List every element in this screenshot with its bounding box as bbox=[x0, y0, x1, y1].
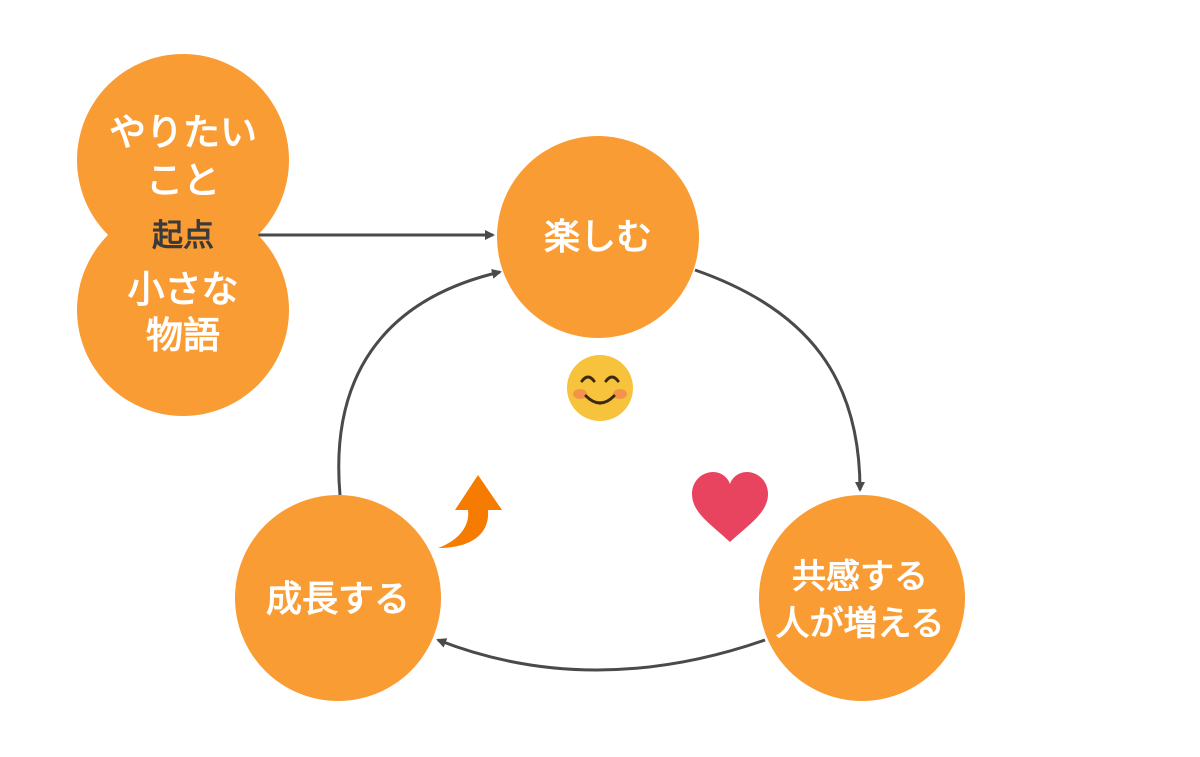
wish-line2: こと bbox=[146, 159, 220, 202]
enjoy-circle bbox=[497, 136, 699, 338]
small-story-line2: 物語 bbox=[146, 314, 220, 357]
empathy-circle bbox=[759, 495, 965, 701]
enjoy-label: 楽しむ bbox=[544, 217, 652, 258]
heart-icon bbox=[692, 472, 768, 542]
origin-label: 起点 bbox=[152, 218, 214, 254]
grow-label: 成長する bbox=[266, 579, 410, 620]
upward-arrow-icon bbox=[438, 475, 502, 548]
grow-circle bbox=[235, 495, 441, 701]
small-story-line1: 小さな bbox=[128, 268, 239, 311]
enjoy-to-empathy-arrow bbox=[694, 268, 865, 492]
wish-line1: やりたい bbox=[109, 111, 257, 154]
grow-to-enjoy-arrow bbox=[337, 268, 502, 496]
small-story-circle bbox=[77, 204, 289, 416]
smiling-face-icon bbox=[567, 355, 633, 421]
wish-circle bbox=[77, 54, 289, 266]
empathy-to-grow-arrow bbox=[436, 638, 766, 672]
empathy-line2: 人が増える bbox=[776, 604, 945, 644]
empathy-line1: 共感する bbox=[792, 557, 928, 597]
